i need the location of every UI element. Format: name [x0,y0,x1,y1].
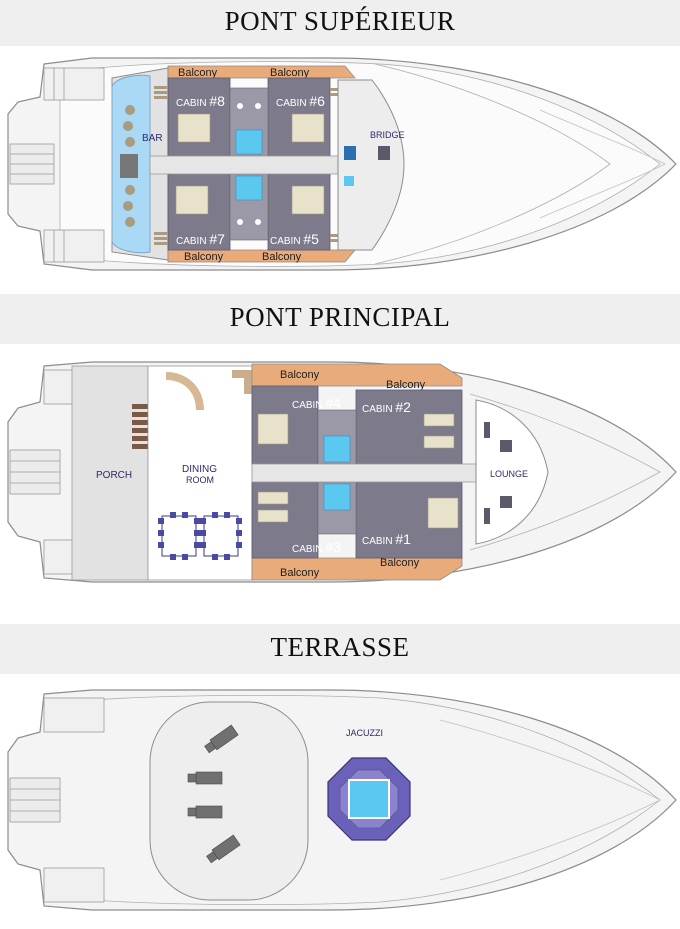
balcony-label-main-1: Balcony [280,369,320,381]
lounge-label: LOUNGE [490,469,528,479]
dining-label-2: ROOM [186,475,214,485]
deck-header-upper [0,0,680,46]
deck-terrace: JACUZZI [0,680,680,924]
jacuzzi [327,757,411,841]
porch-label: PORCH [96,470,132,481]
deck-main: PORCH DINING ROOM Balcony Balcony Balcon… [0,350,680,592]
cabin-8-label: CABIN #8 [176,93,225,109]
lounge-seats [484,422,512,524]
bathrooms-upper [229,87,269,241]
balcony-label-upper-3: Balcony [184,251,224,263]
bridge-area [337,79,405,251]
jacuzzi-label: JACUZZI [346,728,383,738]
deck-title-upper: PONT SUPÉRIEUR [224,6,456,36]
deck-header-terrace [0,624,680,674]
porch-area [71,365,149,581]
bathrooms-main [317,409,357,535]
stairs-upper [154,86,338,245]
bridge-console [344,146,356,160]
cabin-1-label: CABIN #1 [362,531,411,547]
deck-title-terrace: TERRASSE [270,632,410,662]
deck-title-main: PONT PRINCIPAL [229,302,451,332]
balcony-label-upper-1: Balcony [178,67,218,79]
dining-label-1: DINING [182,464,217,475]
bar-label: BAR [142,133,163,144]
cabin-6-label: CABIN #6 [276,93,325,109]
deck-plan-terrace: JACUZZI [7,689,677,911]
dining-corner [232,370,252,394]
bridge-chair [378,146,390,160]
beds-main [257,413,459,529]
stern-steps-upper [9,67,105,263]
cabin-3-label: CABIN #3 [292,539,341,555]
corridor-upper [149,155,371,175]
lounge-area [475,399,549,545]
cabin-5-label: CABIN #5 [270,231,319,247]
cabin-4-label: CABIN #4 [292,395,341,411]
sun-loungers [187,724,241,864]
cabin-2-label: CABIN #2 [362,399,411,415]
stern-steps-terrace [9,697,105,903]
bridge-label: BRIDGE [370,130,405,140]
balcony-label-main-3: Balcony [280,567,320,579]
balcony-label-upper-4: Balcony [262,251,302,263]
corridor-main [251,463,477,483]
bar-stools [123,105,135,227]
cabin-7-label: CABIN #7 [176,231,225,247]
balcony-label-upper-2: Balcony [270,67,310,79]
balcony-label-main-4: Balcony [380,557,420,569]
balcony-top-main [251,363,463,387]
beds-upper [175,113,325,215]
bar-table [120,154,138,178]
deck-upper: BAR Balcony Balcony Balcony Balcony BRID… [0,46,680,286]
deck-plan-upper: BAR Balcony Balcony Balcony Balcony BRID… [7,57,677,271]
deck-header-main [0,294,680,344]
balcony-label-main-2: Balcony [386,379,426,391]
sun-deck-area [149,701,309,901]
dining-tables [158,512,242,560]
deck-plan-main: PORCH DINING ROOM Balcony Balcony Balcon… [7,361,677,583]
dining-arc [166,372,204,410]
balcony-top-upper [167,65,356,79]
